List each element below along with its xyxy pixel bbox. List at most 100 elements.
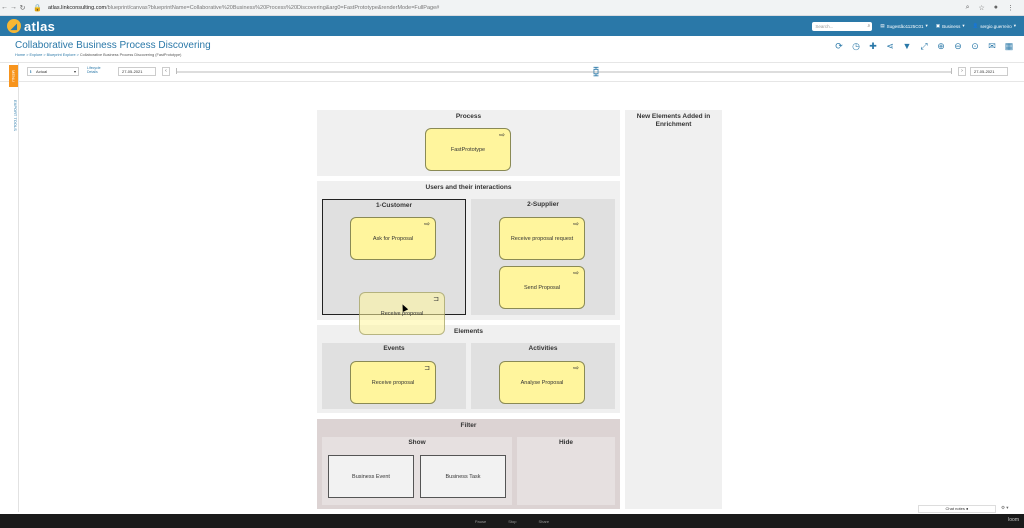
mode-label: Business xyxy=(942,23,961,29)
search-input[interactable]: Search... ⌕ xyxy=(812,21,873,31)
loom-logo: loom xyxy=(1008,517,1019,523)
context-selector[interactable]: ▤Sugestão1125C01▾ xyxy=(880,23,927,29)
supplier-title: 2-Supplier xyxy=(527,201,559,208)
menu-icon[interactable]: ⋮ xyxy=(1007,4,1014,12)
filter-icon[interactable]: ▼ xyxy=(902,41,912,51)
export-tools-tab[interactable]: EXPORT TOOLS xyxy=(13,99,18,131)
lock-icon: 🔒 xyxy=(33,4,42,12)
hide-lane: Hide xyxy=(517,437,615,505)
clock-icon[interactable]: ◷ xyxy=(852,41,860,51)
side-menu-tab[interactable]: MENU xyxy=(9,65,18,87)
filter-item-label: Business Event xyxy=(352,473,390,480)
refresh-icon[interactable]: ⟳ xyxy=(835,41,843,51)
user-label: sergio.guerreiro xyxy=(980,23,1012,29)
slider-tick xyxy=(176,68,177,74)
user-menu[interactable]: 👤sergio.guerreiro▾ xyxy=(973,23,1016,29)
url-host: atlas.linkconsulting.com xyxy=(48,4,107,11)
new-elements-title: New Elements Added in Enrichment xyxy=(636,113,711,128)
filter-business-event[interactable]: Business Event xyxy=(328,455,414,498)
node-receive-proposal-event[interactable]: Receive proposal ⊐ xyxy=(350,361,436,404)
process-title: Process xyxy=(455,113,482,120)
zoom-out-icon[interactable]: ⊖ xyxy=(954,41,962,51)
scope-icon: ℹ xyxy=(30,69,32,74)
new-elements-panel: New Elements Added in Enrichment xyxy=(625,110,722,509)
process-arrow-icon: ⇨ xyxy=(573,270,579,277)
forward-icon[interactable]: → xyxy=(10,4,17,11)
puzzle-icon[interactable]: ✚ xyxy=(869,41,877,51)
zoom-reset-icon[interactable]: ⊙ xyxy=(971,41,979,51)
stop-button[interactable]: Stop xyxy=(508,518,517,524)
timeline-prev-button[interactable]: ‹ xyxy=(162,67,170,76)
comment-icon[interactable]: ✉ xyxy=(988,41,996,51)
share-icon[interactable]: ⋖ xyxy=(886,41,894,51)
date-from-input[interactable]: 27-05-2021 xyxy=(118,67,156,76)
timeline-next-button[interactable]: › xyxy=(958,67,966,76)
filter-business-task[interactable]: Business Task xyxy=(420,455,506,498)
customer-title: 1-Customer xyxy=(375,202,413,209)
node-ask-for-proposal[interactable]: Ask for Proposal ⇨ xyxy=(350,217,436,260)
event-icon: ⊐ xyxy=(433,296,439,303)
lifecycle-label: Lifecycle xyxy=(87,66,101,70)
breadcrumb: Home > Explore > Blueprint Explore > Col… xyxy=(15,53,182,57)
atlas-logo-icon: ◢ xyxy=(7,19,21,33)
share-button[interactable]: Share xyxy=(538,518,550,524)
node-label: Ask for Proposal xyxy=(372,235,414,242)
profile-icon[interactable]: ● xyxy=(993,3,998,11)
search-placeholder: Search... xyxy=(815,23,834,29)
timeline-slider-handle[interactable]: ⧮ xyxy=(593,66,599,76)
scope-value: Actual xyxy=(36,69,48,74)
reload-icon[interactable]: ↻ xyxy=(19,4,26,12)
breadcrumb-blueprint-explore[interactable]: Blueprint Explore xyxy=(46,53,76,57)
filter-title: Filter xyxy=(460,422,477,429)
atlas-logo[interactable]: ◢ atlas xyxy=(7,19,55,34)
back-icon[interactable]: ← xyxy=(1,4,8,11)
url-path: /blueprint/canvas?blueprintName=Collabor… xyxy=(106,4,440,11)
show-title: Show xyxy=(408,439,426,446)
zoom-in-icon[interactable]: ⊕ xyxy=(937,41,945,51)
elements-title: Elements xyxy=(454,328,483,335)
canvas-toolbar: ⟳ ◷ ✚ ⋖ ▼ ⤢ ⊕ ⊖ ⊙ ✉ ▦ xyxy=(834,41,1014,51)
node-label: Receive proposal request xyxy=(510,235,574,242)
export-icon[interactable]: ▦ xyxy=(1004,41,1014,51)
node-analyse-proposal[interactable]: Analyse Proposal ⇨ xyxy=(499,361,585,404)
breadcrumb-current: Collaborative Business Process Discoveri… xyxy=(79,53,182,57)
chevron-down-icon: ▾ xyxy=(73,69,76,74)
recording-taskbar: Pause Stop Share xyxy=(0,514,1024,528)
page-title: Collaborative Business Process Discoveri… xyxy=(15,40,211,51)
settings-icon[interactable]: ⚙ ▾ xyxy=(1001,505,1009,510)
zoom-icon[interactable]: ⌕ xyxy=(965,3,970,11)
events-title: Events xyxy=(383,345,405,352)
chevron-down-icon: ▾ xyxy=(962,23,965,28)
users-title: Users and their interactions xyxy=(425,184,512,191)
scope-select[interactable]: ℹ Actual ▾ xyxy=(27,67,79,76)
pause-button[interactable]: Pause xyxy=(474,518,487,524)
address-bar[interactable]: atlas.linkconsulting.com/blueprint/canva… xyxy=(48,5,439,11)
breadcrumb-explore[interactable]: Explore xyxy=(29,53,43,57)
node-send-proposal[interactable]: Send Proposal ⇨ xyxy=(499,266,585,309)
timeline-slider[interactable] xyxy=(176,68,952,74)
title-bar: Collaborative Business Process Discoveri… xyxy=(0,36,1024,62)
lifecycle-sub: Details xyxy=(87,70,98,74)
process-arrow-icon: ⇨ xyxy=(424,221,430,228)
mode-selector[interactable]: ▣Business▾ xyxy=(936,23,965,29)
process-arrow-icon: ⇨ xyxy=(573,221,579,228)
process-node-fastprototype[interactable]: FastPrototype ⇨ xyxy=(425,128,511,171)
logo-text: atlas xyxy=(24,18,56,34)
app-header: ◢ atlas Search...⌕ ▤Sugestão1125C01▾ ▣Bu… xyxy=(0,16,1024,36)
node-label: Receive proposal xyxy=(371,379,415,386)
search-icon[interactable]: ⌕ xyxy=(867,22,871,29)
event-icon: ⊐ xyxy=(424,365,430,372)
process-arrow-icon: ⇨ xyxy=(499,132,505,139)
chevron-down-icon: ▾ xyxy=(1013,23,1016,28)
fit-screen-icon[interactable]: ⤢ xyxy=(920,41,928,51)
context-label: Sugestão1125C01 xyxy=(886,23,924,29)
dragging-node-receive-proposal[interactable]: Receive proposal ⊐ xyxy=(359,292,445,335)
chat-notes-button[interactable]: Chat notes ● xyxy=(918,505,996,513)
node-receive-proposal-request[interactable]: Receive proposal request ⇨ xyxy=(499,217,585,260)
star-icon[interactable]: ☆ xyxy=(978,4,985,12)
date-to-input[interactable]: 27-05-2021 xyxy=(970,67,1008,76)
process-arrow-icon: ⇨ xyxy=(573,365,579,372)
breadcrumb-home[interactable]: Home xyxy=(15,53,26,57)
context-icon: ▤ xyxy=(880,23,885,28)
